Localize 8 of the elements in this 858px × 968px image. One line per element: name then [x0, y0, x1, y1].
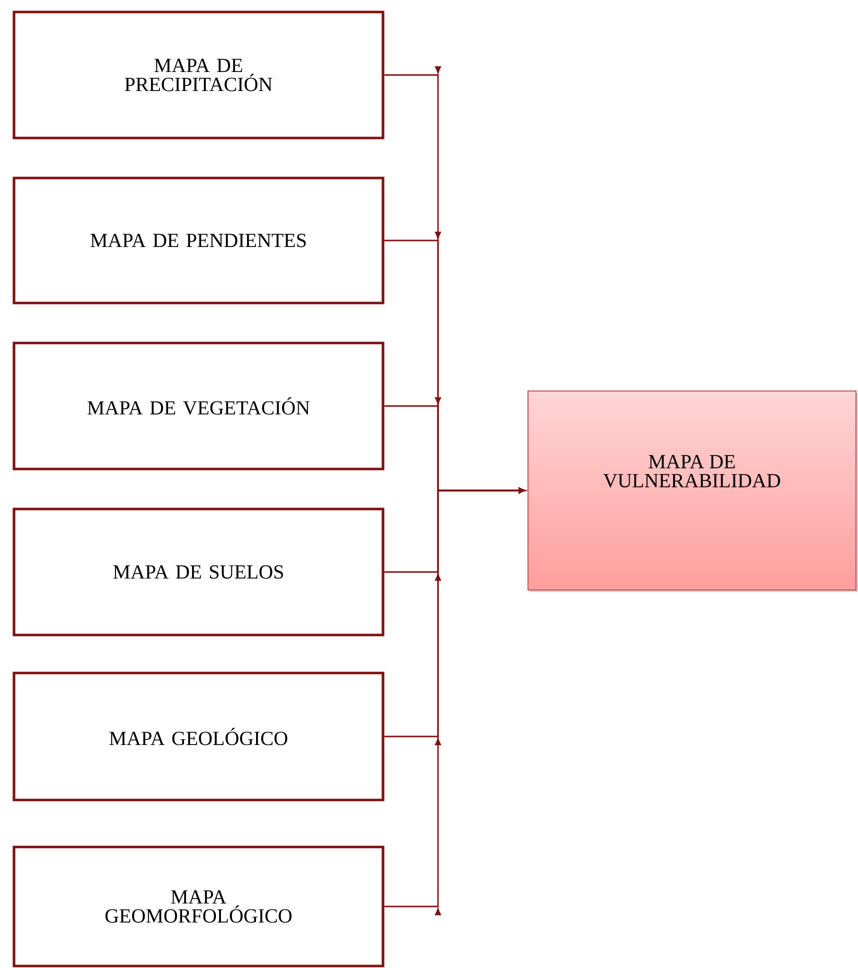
arrow: [384, 488, 526, 916]
map-box: MAPA GEOMORFOLÓGICO: [12, 846, 384, 968]
result-box: MAPA DE VULNERABILIDAD: [528, 390, 858, 592]
map-box: MAPA DE SUELOS: [12, 508, 384, 636]
map-box: MAPA DE VEGETACIÓN: [12, 342, 384, 470]
map-box: MAPA DE PENDIENTES: [12, 176, 384, 304]
map-box: MAPA GEOLÓGICO: [12, 672, 384, 802]
map-box: MAPA DE PRECIPITACIÓN: [12, 10, 384, 140]
